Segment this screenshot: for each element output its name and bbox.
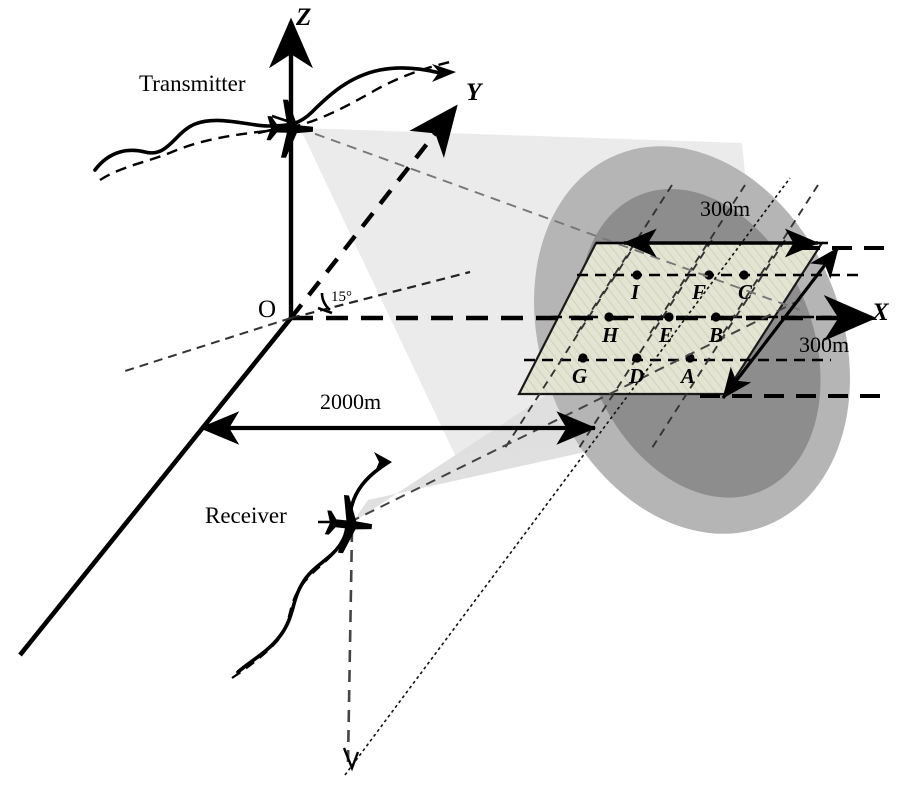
transmitter-aircraft-icon bbox=[266, 99, 314, 158]
angle-label: 15° bbox=[331, 289, 352, 305]
grid-point-F bbox=[704, 270, 714, 280]
axis-x-label: X bbox=[872, 299, 889, 326]
baseline-dimension-label: 2000m bbox=[320, 389, 382, 414]
grid-point-E bbox=[664, 312, 674, 322]
grid-label-I: I bbox=[631, 280, 640, 304]
transmitter-group bbox=[93, 60, 456, 182]
transmitter-leader bbox=[257, 114, 291, 135]
grid-label-C: C bbox=[738, 280, 753, 304]
axis-z-label: Z bbox=[296, 4, 312, 31]
receiver-line-of-sight bbox=[349, 299, 801, 523]
axis-y-negative bbox=[18, 316, 293, 657]
grid-label-E: E bbox=[659, 323, 674, 347]
angle-tick bbox=[317, 306, 333, 315]
receiver-aircraft-icon bbox=[324, 495, 373, 554]
grid-label-G: G bbox=[572, 364, 588, 388]
grid-label-F: F bbox=[692, 280, 707, 304]
origin-label: O bbox=[258, 296, 277, 323]
receiver-flight-path-dashed bbox=[231, 507, 352, 679]
grid-label-H: H bbox=[602, 323, 619, 347]
dimension-extension-lines bbox=[700, 246, 895, 398]
angle-reference-ray bbox=[290, 270, 471, 320]
receiver-path-arrow bbox=[374, 452, 392, 474]
axis-y-label: Y bbox=[466, 79, 482, 106]
transmitter-flight-path-solid bbox=[93, 66, 442, 172]
grid-label-A: A bbox=[681, 364, 696, 388]
transmitter-label: Transmitter bbox=[139, 71, 246, 96]
receiver-flight-path-solid bbox=[236, 466, 382, 674]
grid-label-B: B bbox=[709, 323, 724, 347]
transmitter-path-arrow bbox=[432, 64, 456, 82]
receiver-drop-line bbox=[346, 529, 354, 763]
receiver-label: Receiver bbox=[205, 503, 287, 528]
ground-trace-left bbox=[121, 317, 292, 373]
receiver-drop-foot bbox=[342, 747, 360, 772]
axis-y bbox=[289, 104, 458, 320]
dimension-patch-depth bbox=[721, 246, 840, 399]
angle-arc bbox=[320, 292, 331, 311]
grid-point-I bbox=[632, 270, 642, 280]
grid-point-D bbox=[632, 353, 642, 363]
receiver-group bbox=[231, 452, 392, 679]
slant-range-line bbox=[344, 177, 791, 776]
patch-width-label: 300m bbox=[700, 196, 751, 221]
grid-label-D: D bbox=[629, 364, 645, 388]
grid-point-G bbox=[578, 353, 588, 363]
transmitter-line-of-sight bbox=[298, 127, 801, 311]
patch-depth-label: 300m bbox=[799, 332, 850, 357]
